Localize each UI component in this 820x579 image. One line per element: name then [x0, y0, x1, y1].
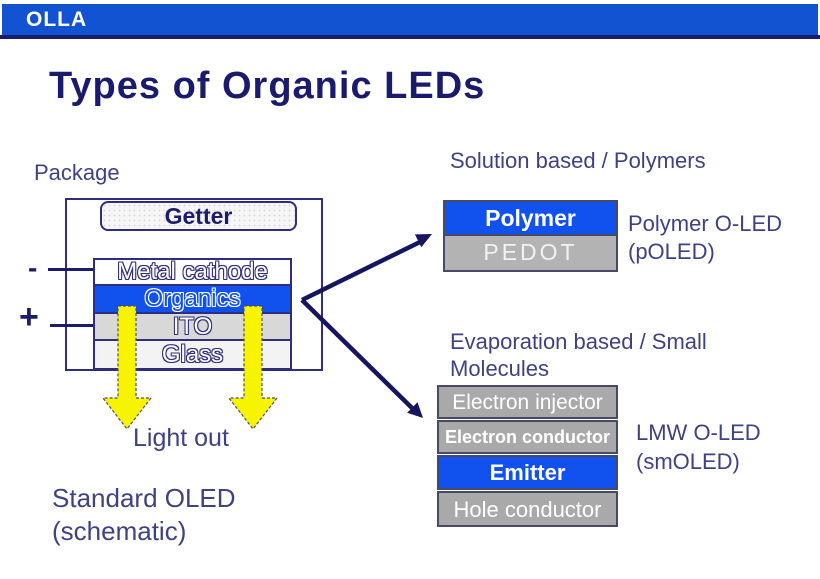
caption-line1: Standard OLED [52, 483, 236, 513]
small-molecule-stack: Electron injector Electron conductor Emi… [437, 385, 618, 527]
layer-electron-conductor: Electron conductor [437, 420, 618, 454]
layer-hole-conductor: Hole conductor [437, 491, 618, 527]
lmw-oled-line2: (smOLED) [636, 449, 740, 474]
cathode-lead-line [48, 268, 93, 271]
package-label: Package [34, 160, 120, 185]
polymer-oled-line1: Polymer O-LED [628, 211, 783, 236]
light-out-label: Light out [133, 424, 229, 452]
layer-ito: ITO [93, 312, 292, 341]
header-bar: OLLA [2, 4, 818, 35]
layer-polymer: Polymer [445, 202, 616, 236]
evaporation-heading-line1: Evaporation based / Small [450, 329, 707, 354]
layer-emitter: Emitter [437, 455, 618, 490]
logo-olla: OLLA [26, 8, 88, 31]
cathode-minus-sign: - [28, 252, 38, 283]
layer-organics: Organics [93, 284, 292, 314]
layer-metal-cathode: Metal cathode [93, 258, 292, 286]
evaporation-based-heading: Evaporation based / Small Molecules [450, 328, 707, 382]
polymer-oled-label: Polymer O-LED (pOLED) [628, 210, 782, 266]
page-title: Types of Organic LEDs [49, 65, 486, 107]
layer-pedot: PEDOT [445, 236, 616, 270]
caption-line2: (schematic) [52, 516, 187, 546]
lmw-oled-line1: LMW O-LED [636, 420, 761, 445]
polymer-oled-line2: (pOLED) [628, 239, 715, 264]
layer-glass: Glass [93, 339, 292, 370]
lmw-oled-label: LMW O-LED (smOLED) [636, 418, 761, 476]
diagram-caption: Standard OLED (schematic) [52, 482, 236, 548]
solution-based-heading: Solution based / Polymers [450, 148, 706, 173]
anode-lead-line [50, 324, 93, 327]
header-underline [0, 35, 820, 39]
polymer-stack: Polymer PEDOT [443, 200, 618, 272]
evaporation-heading-line2: Molecules [450, 356, 550, 381]
anode-plus-sign: + [19, 298, 39, 336]
getter-layer: Getter [100, 201, 297, 231]
layer-electron-injector: Electron injector [437, 385, 618, 419]
